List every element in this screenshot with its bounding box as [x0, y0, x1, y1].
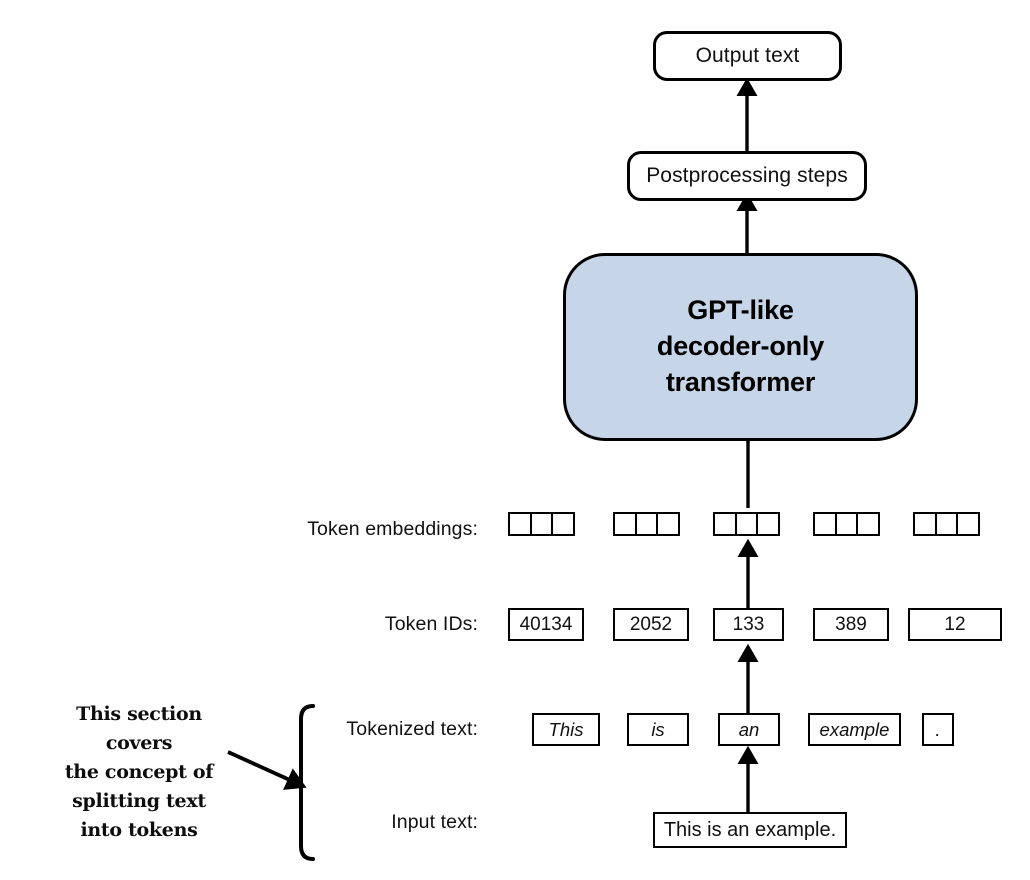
token-id-box[interactable]: 2052 — [613, 608, 689, 641]
node-gpt-transformer[interactable]: GPT-like decoder-only transformer — [563, 253, 918, 441]
annotation-line-3: splitting text — [72, 789, 206, 812]
token-text-box[interactable]: This — [532, 713, 600, 746]
token-id-box[interactable]: 12 — [908, 608, 1002, 641]
token-embedding-cell — [734, 512, 759, 536]
token-embedding-group[interactable] — [508, 512, 575, 536]
label-token-embeddings: Token embeddings: — [307, 518, 478, 540]
token-text-value: example — [819, 718, 890, 740]
token-id-value: 389 — [835, 613, 867, 635]
node-output-text[interactable]: Output text — [653, 31, 842, 81]
token-embedding-cell — [613, 512, 637, 536]
output-text-label: Output text — [695, 44, 800, 67]
token-embedding-cell — [713, 512, 737, 536]
label-tokenized-text: Tokenized text: — [346, 718, 478, 740]
token-embedding-cell — [529, 512, 554, 536]
token-embedding-group[interactable] — [813, 512, 880, 536]
token-id-value: 40134 — [519, 613, 573, 635]
input-text-value: This is an example. — [663, 818, 837, 841]
token-embedding-cell — [856, 512, 880, 536]
token-text-box[interactable]: is — [627, 713, 689, 746]
annotation-line-1: This section covers — [76, 703, 202, 754]
arrow-annotation — [227, 750, 307, 790]
token-embedding-cell — [834, 512, 859, 536]
transformer-line-2: decoder-only — [656, 331, 825, 362]
token-id-value: 133 — [732, 613, 765, 635]
token-text-value: . — [935, 718, 941, 740]
token-text-value: This — [548, 718, 584, 740]
annotation-line-4: into tokens — [80, 818, 198, 841]
token-embedding-cell — [656, 512, 680, 536]
token-id-value: 2052 — [629, 613, 673, 635]
node-postprocessing-steps[interactable]: Postprocessing steps — [627, 151, 867, 201]
token-embedding-cell — [508, 512, 532, 536]
label-token-ids: Token IDs: — [384, 613, 478, 635]
token-id-value: 12 — [944, 613, 966, 635]
token-embedding-cell — [756, 512, 780, 536]
postprocessing-label: Postprocessing steps — [646, 164, 848, 187]
token-embedding-group[interactable] — [613, 512, 680, 536]
token-embedding-group[interactable] — [713, 512, 780, 536]
token-text-box[interactable]: an — [718, 713, 780, 746]
input-text-box[interactable]: This is an example. — [653, 812, 847, 848]
token-text-box[interactable]: example — [808, 713, 901, 746]
transformer-line-3: transformer — [665, 366, 816, 397]
token-id-box[interactable]: 133 — [713, 608, 784, 641]
token-id-box[interactable]: 389 — [813, 608, 889, 641]
token-embedding-cell — [913, 512, 937, 536]
token-text-value: an — [738, 718, 760, 740]
token-text-box[interactable]: . — [922, 713, 954, 746]
section-annotation: This section covers the concept of split… — [40, 700, 238, 844]
token-embedding-cell — [551, 512, 575, 536]
token-embedding-cell — [813, 512, 837, 536]
label-input-text: Input text: — [391, 811, 478, 833]
token-embedding-cell — [956, 512, 980, 536]
token-embedding-cell — [934, 512, 959, 536]
token-embedding-group[interactable] — [913, 512, 980, 536]
section-bracket — [299, 704, 315, 861]
token-embedding-cell — [634, 512, 659, 536]
token-id-box[interactable]: 40134 — [508, 608, 584, 641]
transformer-line-1: GPT-like — [687, 295, 794, 326]
token-text-value: is — [651, 718, 665, 740]
annotation-line-2: the concept of — [64, 760, 214, 783]
